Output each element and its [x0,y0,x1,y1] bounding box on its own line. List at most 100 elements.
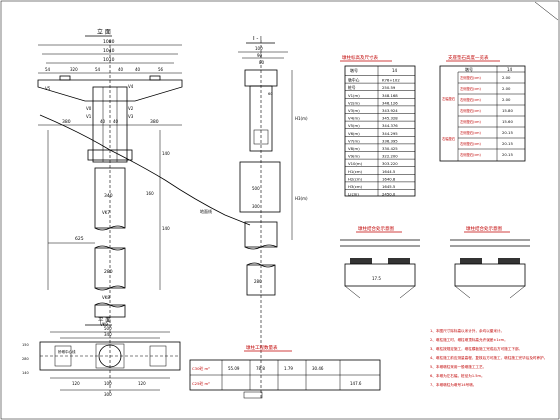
bearing-table-label: 左侧垫石(cm) [460,75,481,80]
section-title: I - I [253,36,262,42]
elev-table-label: V4(m) [348,116,360,121]
mid-dim-40b: 40 [113,119,119,124]
plan-view: 平 面 500 340 150 280 140 桥墩中心线 120 100 12… [22,317,181,397]
elev-table-header: 墩号 [350,67,358,73]
level-v5: V5 [45,86,51,91]
bearing-table-label: 右侧垫石(cm) [460,152,481,157]
elev-table-value: 330.425 [382,146,398,151]
elev-table-label: V2(m) [348,100,360,105]
note-line: 7、本墩墩柱为墩号14号墩。 [430,382,476,387]
elev-table-value: 303.220 [382,161,398,166]
plan-dim-300: 300 [104,392,112,397]
detail-left-bearing-1 [350,258,372,264]
bearing-table-label: 左侧垫石(cm) [460,130,481,135]
bearing-table-value: 20.15 [502,130,513,135]
plan-centerline-label: 桥墩中心线 [58,349,76,354]
elev-dim-1010: 1010 [103,57,115,63]
level-v0: V0 [86,106,92,111]
elev-table-value: 1644.5 [382,169,396,174]
mid-dim-380a: 380 [62,119,71,125]
elev-table-title: 墩柱标高及尺寸表 [342,54,378,61]
section-dim-90: 90 [257,53,263,58]
elev-table-label: V9(m) [348,154,360,159]
plan-dim-340: 340 [104,332,112,337]
bearing-table-label: 右侧垫石(cm) [460,97,481,102]
qty-table-cell: 147.6 [350,381,362,386]
note-line: 3、墩柱按规定施工，墩柱模板施工完成后方可施工下部。 [430,346,522,351]
mid-dim-40a: 40 [100,119,106,124]
pile-dim-625: 625 [75,236,84,242]
level-vk8: VK8 [102,295,110,300]
section-dim-300: 300 [252,204,260,209]
bearing-table-value: 15.60 [502,119,513,124]
cap-dim-54a: 54 [45,67,51,72]
bearing-table-value: 2.00 [502,75,511,80]
section-dim-100: 100 [255,46,263,51]
plan-dim-500: 500 [104,326,112,331]
cap-dim-40b: 40 [135,67,141,72]
note-line: 4、墩柱施工前应测量高程，复核后方可施工，墩柱施工完毕后及时养护。 [430,355,547,360]
elev-table-label: V3(m) [348,108,360,113]
plan-dim-280: 280 [22,357,29,361]
level-vk9: VK9 [100,322,108,327]
section-view: I - I 100 90 80 60 500 300 280 H1(m) H3(… [238,36,308,400]
elev-table-value: 344.295 [382,131,398,136]
detail-right-title: 墩柱结合处示意图 [466,225,502,232]
elev-table-value: 345.328 [382,116,398,121]
elev-table-label: H1(cm) [348,169,363,174]
elev-table-value: 348.168 [382,93,398,98]
detail-right: 墩柱结合处示意图 [450,225,530,299]
elev-table-label: V10(m) [348,161,363,166]
pier-dim-140b: 140 [162,226,170,231]
pier-dim-140a: 140 [162,151,170,156]
elev-table-value: 343.924 [382,108,398,113]
section-dim-60: 60 [268,92,272,96]
pier-dim-160: 160 [146,191,154,196]
level-v4: V4 [128,84,134,89]
plan-title: 平 面 [98,317,111,324]
elev-table-value: 322.200 [382,154,398,159]
elev-table-value: 1640.8 [382,176,396,181]
section-dim-80: 80 [259,60,265,65]
bearing-table-value: 2.00 [502,86,511,91]
bearing-table-header-value: 14 [507,67,513,72]
section-pier [239,161,281,213]
notes: 1、本图尺寸除标高以米计外，余均以厘米计。2、墩柱施工时，墩柱墩顶标高允许误差±… [430,328,547,387]
elev-table-label: V6(m) [348,131,360,136]
elev-table-header-value: 14 [392,68,398,73]
qty-table-cell: C30砼 m³ [192,366,210,371]
cap-beam [37,79,183,102]
cap-dim-40a: 40 [118,67,124,72]
note-line: 6、本墩为左右幅，桩径为1.5m。 [430,373,485,378]
qty-table-cell: 55.09 [228,366,240,371]
elev-table-value: 2450.0 [382,192,396,197]
elev-table-value: 1645.5 [382,184,396,189]
elev-table-value: 250.59 [382,85,396,90]
plan-dim-120b: 120 [138,381,146,386]
bearing-table-title: 支座垫石高度一览表 [448,54,489,61]
section-dim-280: 280 [254,279,262,284]
detail-left-bearing-2 [388,258,410,264]
elev-table-label: H3(cm) [348,184,363,189]
ground-line-label: 地面线 [200,208,212,214]
detail-right-bearing-1 [460,258,482,264]
elev-table-label: V8(m) [348,146,360,151]
bearing-table-value: 20.15 [502,152,513,157]
bearing-table-label: 右侧垫石(cm) [460,141,481,146]
mid-dim-380b: 380 [150,119,159,125]
bearing-table-label: 左侧垫石(cm) [460,119,481,124]
plan-dim-120a: 120 [72,381,80,386]
section-h3: H3(m) [295,196,308,201]
bearing-table-value: 15.80 [502,108,513,113]
bearing-group-left: 左幅垫石 [442,96,456,101]
qty-table-cell: 78.8 [256,366,265,371]
elev-table-value: K76+102 [382,78,400,83]
qty-table-title: 墩柱工程数量表 [246,344,278,351]
qty-table-cell: 1.79 [284,366,293,371]
elev-table-label: 墩中心 [348,78,360,83]
